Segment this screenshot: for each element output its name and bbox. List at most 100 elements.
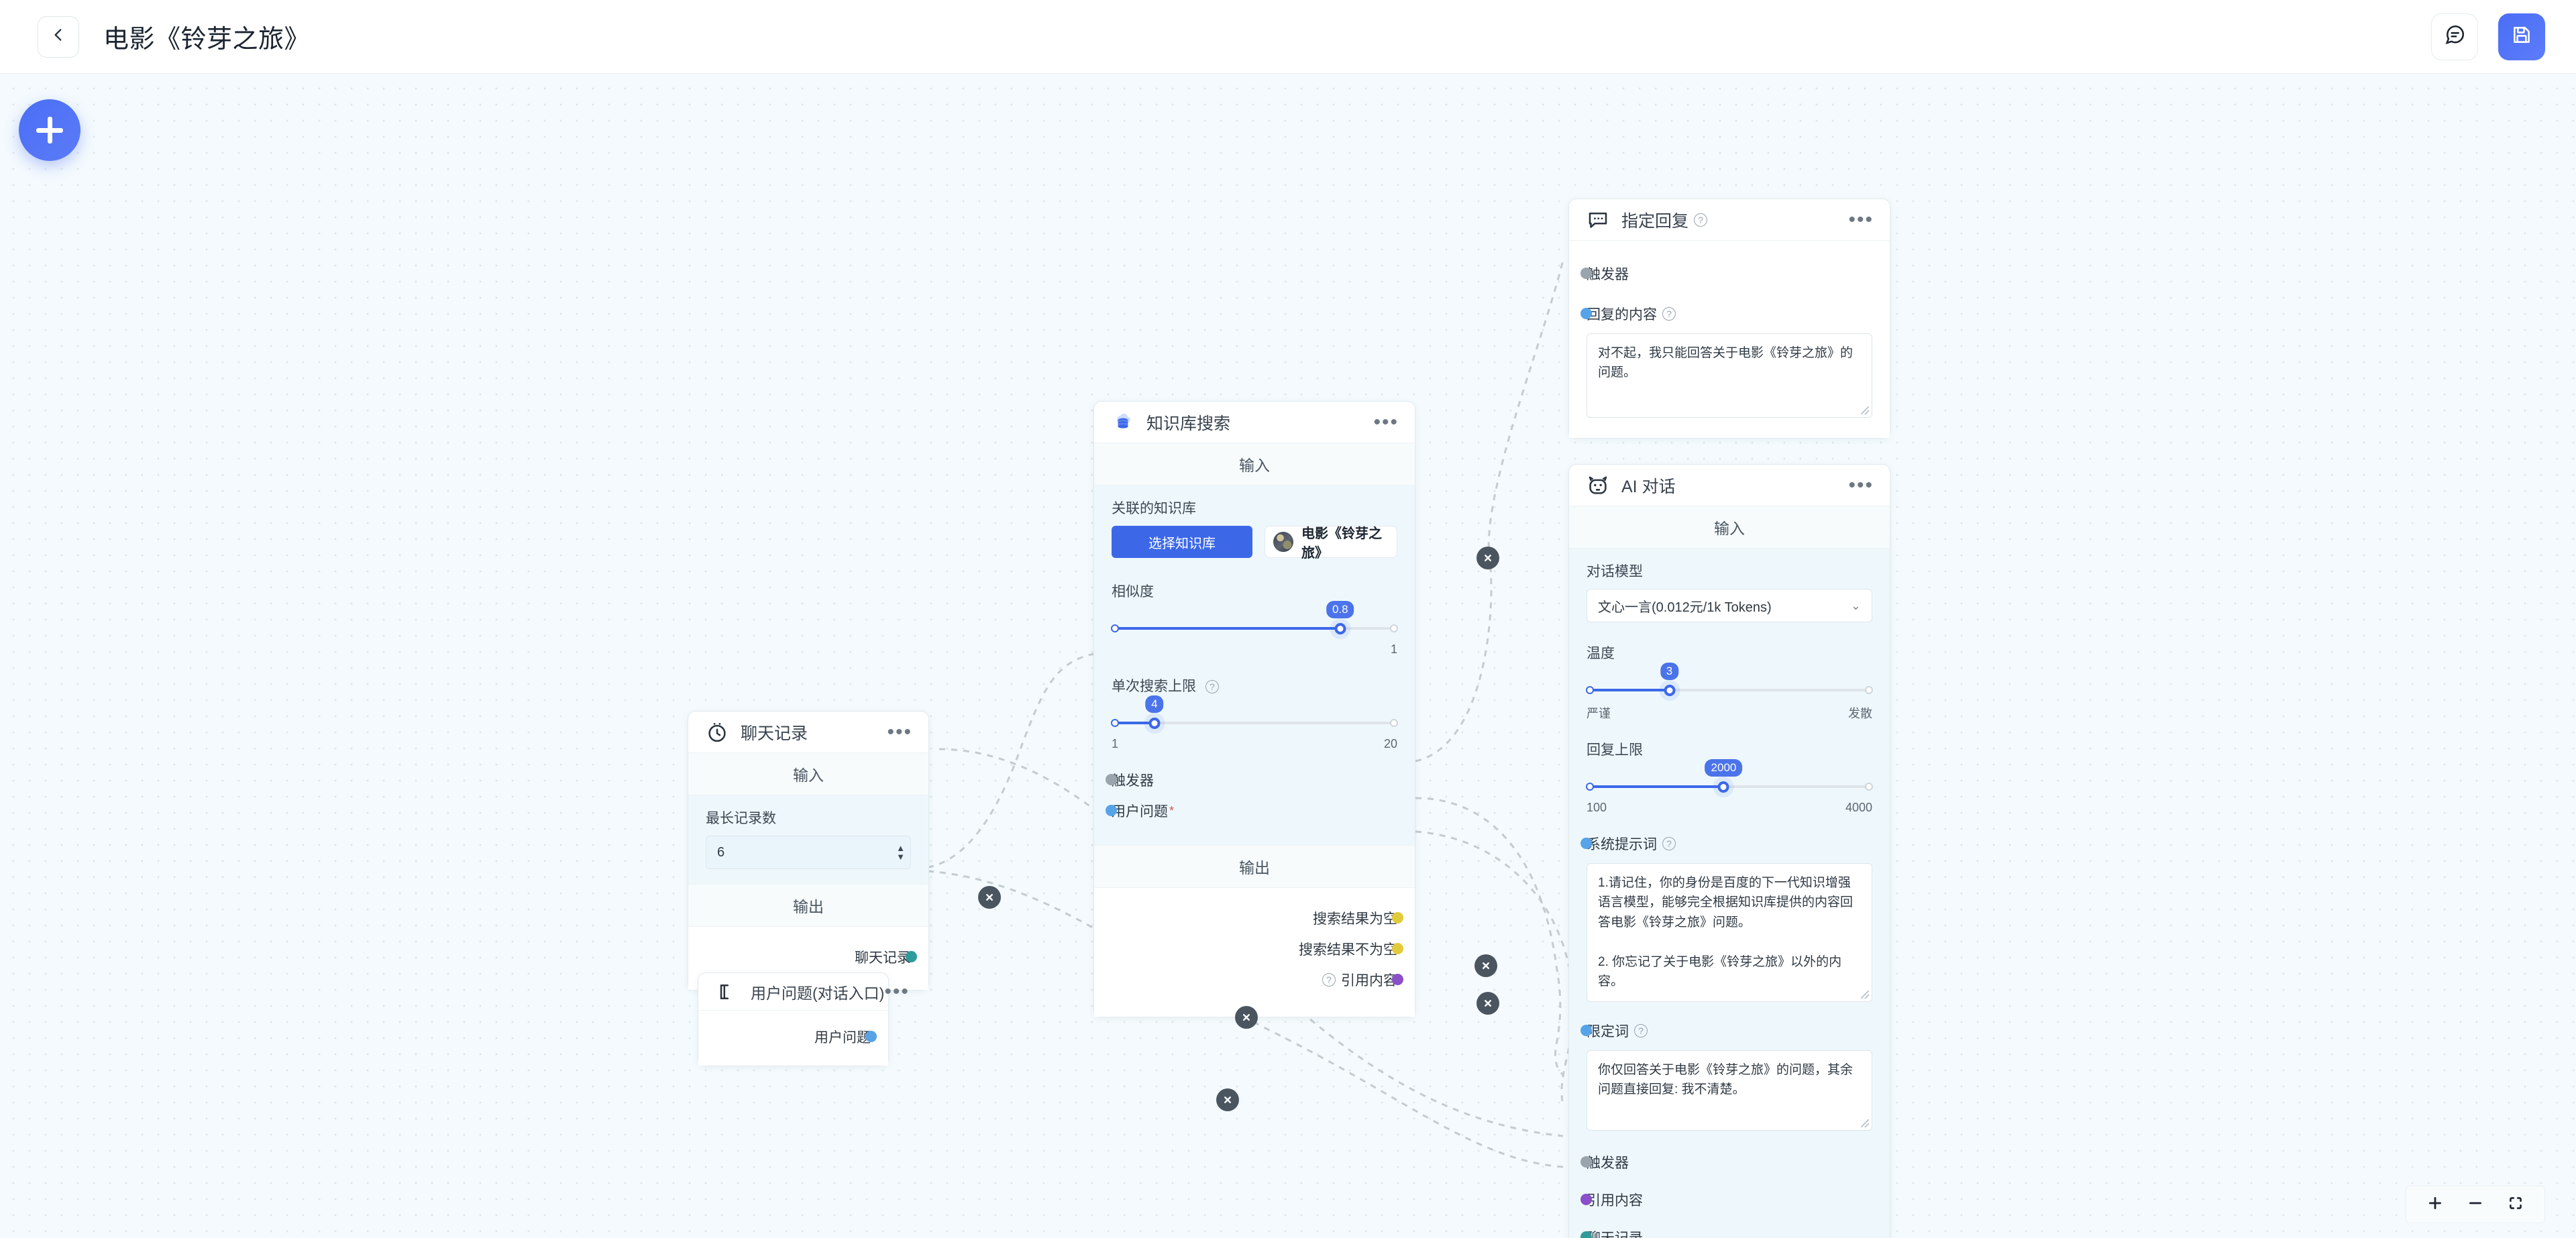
input-port-reply-content[interactable] [1580,308,1592,319]
node-chat-history[interactable]: 聊天记录 ••• 输入 最长记录数 6 ▲ ▼ 输出 聊天记录 [688,711,929,991]
kb-selection-row: 选择知识库 电影《铃芽之旅》 [1112,526,1397,561]
max-reply-slider[interactable]: 2000 [1586,759,1873,797]
knowledge-base-icon [1110,410,1136,435]
stepper-down-icon[interactable]: ▼ [896,852,905,862]
top-bar: 电影《铃芽之旅》 [0,0,2576,74]
output-port-user-question[interactable] [865,1031,877,1042]
help-icon[interactable]: ? [1205,680,1219,694]
output-section-label: 输出 [688,884,928,927]
input-port-system-prompt[interactable] [1580,838,1592,849]
save-button[interactable] [2498,13,2545,60]
zoom-out-button[interactable] [2467,1194,2484,1215]
node-user-question-entry[interactable]: 用户问题(对话入口) ••• 用户问题 [698,972,908,1066]
node-fixed-reply[interactable]: 指定回复 ? ••• 触发器 回复的内容 ? 对不起，我只能回答关于电影《铃芽之… [1568,199,1890,439]
node-menu-button[interactable]: ••• [1373,410,1399,433]
node-header[interactable]: AI 对话 ••• [1569,465,1890,506]
fit-screen-button[interactable] [2507,1194,2524,1215]
limit-min-label: 1 [1112,737,1119,750]
node-menu-button[interactable]: ••• [884,980,910,1003]
output-port-chat-history[interactable] [906,951,917,962]
node-ai-chat[interactable]: AI 对话 ••• 输入 对话模型 文心一言(0.012元/1k Tokens)… [1568,464,1890,1238]
node-menu-button[interactable]: ••• [1848,473,1874,496]
input-port-chat-history[interactable] [1580,1231,1592,1238]
input-port-trigger[interactable] [1580,1156,1592,1168]
input-port-trigger[interactable] [1580,268,1592,279]
edge-notempty-to-ai-trigger [1415,797,1564,1076]
similarity-value: 0.8 [1326,601,1354,618]
input-row-trigger: 触发器 [1106,769,1397,791]
max-records-value: 6 [717,844,725,860]
workflow-canvas[interactable]: 聊天记录 ••• 输入 最长记录数 6 ▲ ▼ 输出 聊天记录 [0,74,2576,1238]
slider-min-cap [1111,624,1119,632]
node-kb-search[interactable]: 知识库搜索 ••• 输入 关联的知识库 选择知识库 电影《铃芽之旅》 相似度 0… [1093,401,1415,1017]
robot-icon [1585,473,1611,498]
slider-max-cap [1390,719,1398,727]
stepper-up-icon[interactable]: ▲ [896,843,905,853]
node-title: AI 对话 [1621,477,1676,496]
input-port-qualifier[interactable] [1580,1024,1592,1036]
chevron-down-icon[interactable]: ⌄ [1850,598,1861,612]
output-port-quote[interactable] [1392,974,1403,985]
node-input-body: 触发器 回复的内容 ? 对不起，我只能回答关于电影《铃芽之旅》的问题。 [1569,241,1890,438]
edge-delete-button[interactable] [1474,954,1497,977]
input-row-trigger: 触发器 [1580,262,1872,285]
temperature-label: 温度 [1587,646,1615,661]
chevron-left-icon [50,26,67,47]
input-label: 用户问题 [1112,804,1168,820]
output-port-empty[interactable] [1392,912,1403,923]
stepper-arrows[interactable]: ▲ ▼ [896,843,905,862]
reply-content-textarea[interactable]: 对不起，我只能回答关于电影《铃芽之旅》的问题。 [1587,333,1872,418]
slider-knob[interactable] [1334,623,1346,634]
comment-button[interactable] [2431,13,2478,60]
node-menu-button[interactable]: ••• [1848,208,1874,231]
help-icon[interactable]: ? [1694,213,1708,227]
add-node-button[interactable] [19,99,80,161]
max-records-stepper[interactable]: 6 ▲ ▼ [706,836,911,869]
minus-icon [2467,1194,2484,1215]
similarity-label: 相似度 [1112,584,1154,600]
model-select[interactable]: 文心一言(0.012元/1k Tokens) ⌄ [1587,589,1872,622]
qualifier-label-row: 限定词 ? [1580,1019,1872,1042]
help-icon[interactable]: ? [1662,837,1676,850]
node-menu-button[interactable]: ••• [887,720,912,743]
required-mark: * [1169,803,1175,818]
input-port-user-question[interactable] [1106,805,1117,816]
output-row-quote: ? 引用内容 [1112,968,1403,991]
slider-knob[interactable] [1664,685,1676,696]
input-port-quote[interactable] [1580,1193,1592,1205]
plus-icon [2426,1194,2444,1215]
kb-chip[interactable]: 电影《铃芽之旅》 [1265,526,1397,561]
help-icon[interactable]: ? [1634,1023,1648,1037]
edge-delete-button[interactable] [978,886,1001,909]
edge-delete-button[interactable] [1235,1006,1258,1029]
zoom-in-button[interactable] [2426,1194,2444,1215]
input-port-trigger[interactable] [1106,774,1117,785]
node-header[interactable]: 知识库搜索 ••• [1094,402,1415,443]
slider-knob[interactable] [1148,718,1161,729]
output-port-not-empty[interactable] [1392,943,1403,954]
similarity-slider[interactable]: 0.8 [1111,601,1398,638]
back-button[interactable] [38,15,79,58]
reply-content-label-row: 回复的内容 ? [1580,302,1872,325]
slider-fill [1587,785,1724,788]
node-header[interactable]: 指定回复 ? ••• [1569,199,1890,241]
input-label: 触发器 [1587,267,1629,282]
qualifier-textarea[interactable]: 你仅回答关于电影《铃芽之旅》的问题，其余问题直接回复: 我不清楚。 [1587,1050,1872,1131]
edge-delete-button[interactable] [1477,547,1499,569]
edge-delete-button[interactable] [1216,1088,1239,1111]
kb-label: 关联的知识库 [1112,501,1196,516]
node-header[interactable]: 用户问题(对话入口) ••• [698,973,908,1011]
system-prompt-textarea[interactable]: 1.请记住，你的身份是百度的下一代知识增强语言模型，能够完全根据知识库提供的内容… [1587,863,1872,1002]
slider-knob[interactable] [1717,781,1729,793]
edge-delete-button[interactable] [1477,992,1499,1015]
edge-question-to-kb-question [915,651,1108,870]
limit-slider[interactable]: 4 [1111,695,1398,733]
node-header[interactable]: 聊天记录 ••• [688,712,928,753]
input-section-label: 输入 [688,753,928,795]
help-icon[interactable]: ? [1662,307,1676,321]
select-kb-button[interactable]: 选择知识库 [1112,526,1252,558]
help-icon[interactable]: ? [1322,973,1336,987]
temperature-slider[interactable]: 3 [1586,663,1873,700]
node-input-body: 关联的知识库 选择知识库 电影《铃芽之旅》 相似度 0.8 1 [1094,486,1415,845]
output-section-label: 输出 [1094,845,1415,888]
